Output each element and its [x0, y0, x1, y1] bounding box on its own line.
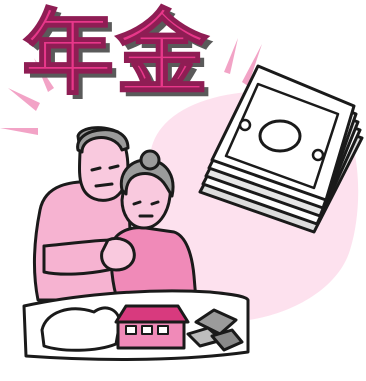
embracing-arm — [42, 237, 136, 276]
speed-lines-icon — [0, 38, 262, 135]
title-char-money: 金 — [115, 0, 209, 107]
banknote-stack-icon — [198, 64, 364, 234]
cash-pile-icon — [186, 308, 244, 352]
title-pension: 年 金 — [21, 0, 232, 108]
house-icon — [114, 304, 190, 350]
title-char-year: 年 — [21, 0, 115, 107]
cloth-pile — [40, 306, 122, 352]
